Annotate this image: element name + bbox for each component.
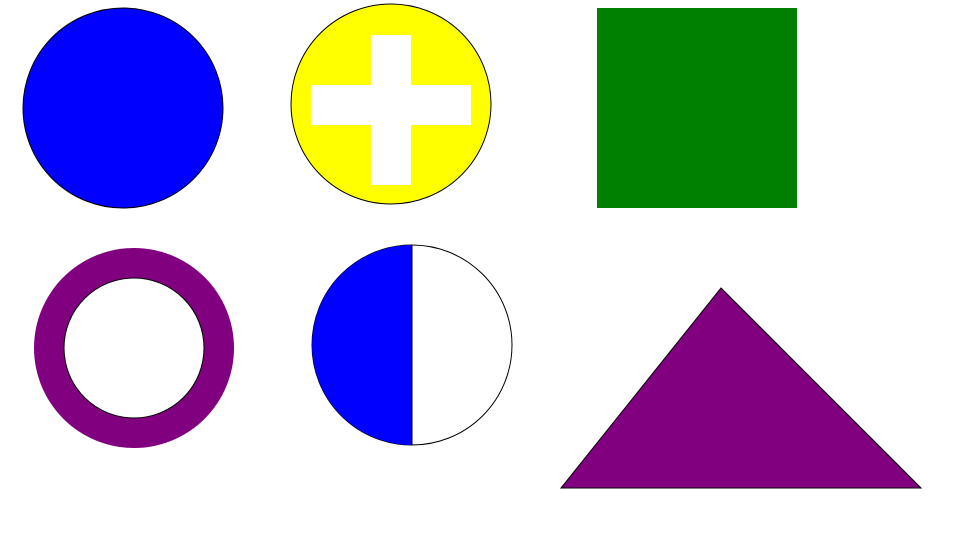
yellow-circle-with-white-cross (290, 3, 492, 205)
purple-ring (34, 248, 234, 448)
cross-horizontal-bar (311, 85, 471, 125)
half-blue-circle (311, 244, 513, 446)
purple-ring-inner (63, 277, 205, 419)
green-square (597, 8, 797, 208)
purple-triangle (559, 287, 923, 489)
half-circle-filled-left (312, 245, 412, 445)
blue-circle (22, 7, 224, 209)
